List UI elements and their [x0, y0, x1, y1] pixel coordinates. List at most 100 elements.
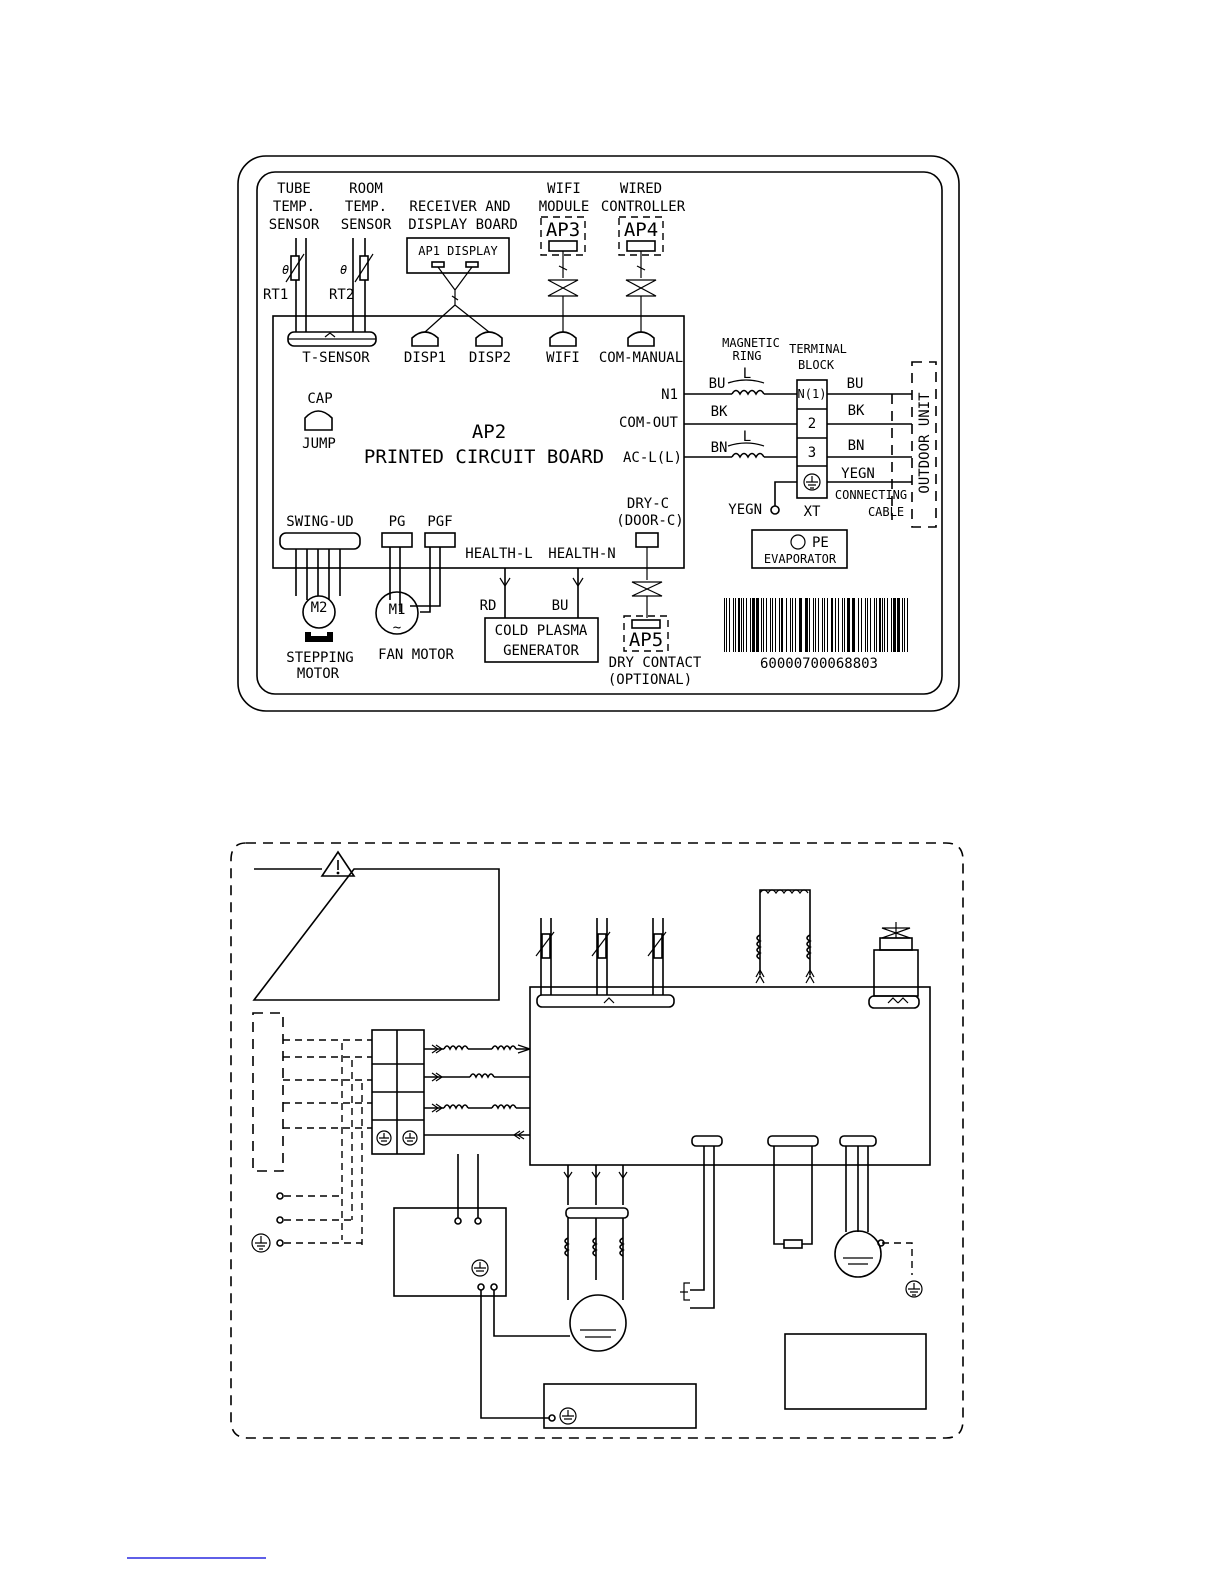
ap4-label: AP4 — [624, 219, 658, 241]
n1-label: N1 — [661, 387, 678, 403]
barcode-bar — [897, 598, 900, 652]
barcode-bar — [867, 598, 868, 652]
receiver-display-board-title: RECEIVER AND DISPLAY BOARD — [408, 199, 518, 233]
barcode-bar — [724, 598, 725, 652]
barcode-bar — [752, 598, 755, 652]
barcode-bar — [842, 598, 843, 652]
ap5-box — [623, 615, 669, 652]
barcode-bar — [743, 598, 744, 652]
barcode-bar — [726, 598, 727, 652]
barcode-bar — [761, 598, 762, 652]
pg-label: PG — [389, 514, 406, 530]
ground-icon — [559, 1407, 577, 1425]
svg-text:STEPPING: STEPPING — [286, 650, 353, 666]
magnetic-ring-title: MAGNETIC RING — [722, 336, 780, 363]
inductor-icon — [424, 1044, 530, 1140]
pressure-switch-icon — [680, 1282, 690, 1301]
svg-text:WIRED: WIRED — [620, 181, 662, 197]
wifi-connector — [549, 331, 577, 347]
fan-motor-label: FAN MOTOR — [378, 647, 454, 663]
cable-label: CABLE — [868, 505, 904, 519]
barcode-bar — [879, 598, 881, 652]
svg-text:MODULE: MODULE — [539, 199, 590, 215]
terminal-block — [796, 379, 828, 499]
m1-label: M1 — [389, 602, 406, 618]
barcode-bar — [847, 598, 850, 652]
health-n-label: HEALTH-N — [548, 546, 615, 562]
expansion-valve-icon — [868, 922, 920, 1009]
ground-icon — [402, 1130, 418, 1146]
thermistor-icon — [535, 918, 555, 995]
evaporator-box — [751, 529, 848, 569]
barcode-bar — [815, 598, 816, 652]
barcode-bar — [822, 598, 823, 652]
bk-in-label: BK — [711, 404, 728, 420]
bk-out-label: BK — [848, 403, 865, 419]
inductor-icon — [731, 389, 765, 396]
barcode-bar — [874, 598, 875, 652]
thermistor-icon — [591, 918, 611, 995]
cold-plasma-generator-box — [484, 617, 599, 663]
stepping-motor-label: STEPPING MOTOR — [286, 650, 353, 682]
pe-label: PE — [812, 535, 829, 551]
m2-label: M2 — [311, 600, 328, 616]
barcode-bar — [795, 598, 796, 652]
barcode-bar — [763, 598, 764, 652]
rt2-label: RT2 — [329, 287, 354, 303]
disp1-label: DISP1 — [404, 350, 446, 366]
ground-icon — [905, 1280, 923, 1298]
ap3-box — [540, 216, 586, 256]
legend-box — [784, 1333, 927, 1410]
tube-temp-sensor-title: TUBE TEMP. SENSOR — [269, 181, 320, 233]
yegn-left-label: YEGN — [728, 502, 762, 518]
indoor-connection-box — [252, 1012, 284, 1172]
svg-text:RING: RING — [733, 349, 762, 363]
ap1-display-label: AP1 DISPLAY — [418, 244, 498, 258]
barcode-bar — [838, 598, 839, 652]
motor-icon — [569, 1294, 627, 1352]
svg-text:MAGNETIC: MAGNETIC — [722, 336, 780, 350]
connector-icon — [625, 251, 657, 332]
disp2-connector — [475, 331, 503, 347]
svg-text:CONTROLLER: CONTROLLER — [601, 199, 686, 215]
barcode-bar — [729, 598, 730, 652]
barcode-bar — [858, 598, 859, 652]
ground-icon — [790, 534, 806, 550]
barcode-bar — [756, 598, 759, 652]
heater-icon — [783, 1239, 803, 1249]
yegn-out-label: YEGN — [841, 466, 875, 482]
barcode-bar — [733, 598, 734, 652]
svg-text:SENSOR: SENSOR — [269, 217, 320, 233]
connector-icon — [631, 581, 663, 597]
motor-icon — [375, 591, 419, 635]
barcode-bar — [827, 598, 828, 652]
ground-box — [543, 1383, 697, 1429]
outer-frame — [237, 155, 960, 712]
plasma-bu-label: BU — [552, 598, 569, 614]
ap2-label: AP2 — [472, 421, 506, 443]
barcode-bar — [887, 598, 888, 652]
svg-text:TEMP.: TEMP. — [345, 199, 387, 215]
barcode-bar — [907, 598, 908, 652]
svg-text:MOTOR: MOTOR — [297, 666, 340, 682]
thermistor-icon — [647, 918, 667, 995]
thermistor-icon: θ — [340, 238, 374, 332]
xt-label: XT — [804, 504, 821, 520]
dry-c-label: DRY-C — [627, 496, 669, 512]
swing-ud-connector — [279, 532, 361, 550]
barcode-bar — [809, 598, 810, 652]
barcode-bar — [746, 598, 747, 652]
sensor-connector — [536, 994, 675, 1008]
warning-triangle-icon — [320, 850, 356, 877]
barcode-bar — [779, 598, 780, 652]
terminal-block-title: TERMINAL BLOCK — [789, 342, 847, 372]
bn-out-label: BN — [848, 438, 865, 454]
pcb-title: PRINTED CIRCUIT BOARD — [364, 446, 604, 468]
svg-text:θ: θ — [282, 263, 289, 277]
svg-text:BLOCK: BLOCK — [798, 358, 835, 372]
barcode-bar — [813, 598, 814, 652]
cold-plasma-label: COLD PLASMA — [495, 623, 588, 639]
com-manual-connector — [627, 331, 655, 347]
connector-icon — [547, 251, 579, 332]
barcode-bar — [799, 598, 802, 652]
